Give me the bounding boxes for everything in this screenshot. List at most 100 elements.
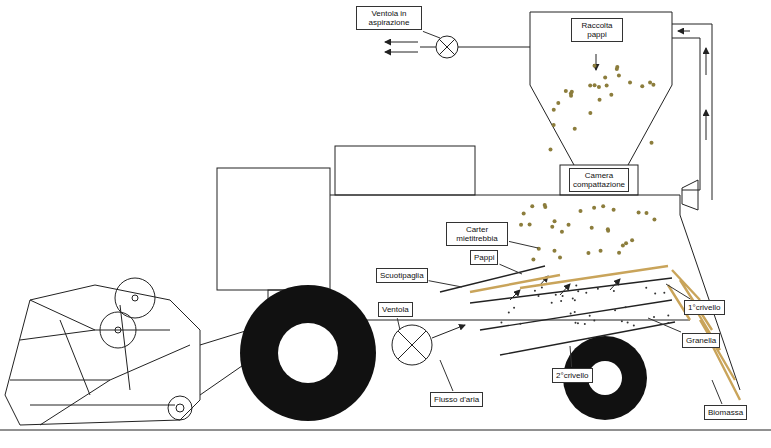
particle-dot xyxy=(663,292,665,294)
particle-dot xyxy=(573,127,577,131)
particle-dot xyxy=(549,148,553,152)
callout-box: Camera compattazione xyxy=(569,168,629,192)
leader-line xyxy=(509,241,538,248)
particle-dot xyxy=(528,223,532,227)
particle-dot xyxy=(593,319,595,321)
particle-dot xyxy=(654,293,656,295)
leader-line xyxy=(499,264,522,274)
particle-dot xyxy=(560,300,562,302)
callout-box: Granella xyxy=(682,333,720,348)
callout-box: Ventola in aspirazione xyxy=(356,6,422,30)
particle-dot xyxy=(590,226,594,230)
particle-dot xyxy=(609,93,613,97)
particle-dot xyxy=(562,295,564,297)
particle-dot xyxy=(624,241,628,245)
particle-dot xyxy=(555,294,557,296)
particle-dot xyxy=(508,312,510,314)
leader-line xyxy=(429,281,462,287)
particle-dot xyxy=(564,89,568,93)
particle-dot xyxy=(531,257,535,261)
callout-box: Raccolta pappi xyxy=(571,18,623,42)
particle-dot xyxy=(585,292,587,294)
particle-dot xyxy=(667,322,669,324)
callout-label: Flusso d'aria xyxy=(434,395,479,404)
particle-dot xyxy=(588,83,592,87)
particle-dot xyxy=(553,219,557,223)
leader-line xyxy=(666,284,690,299)
particle-dot xyxy=(650,141,654,145)
callout-label: Carter mietitrebbia xyxy=(450,225,504,243)
callout-box: 1°crivello xyxy=(684,300,725,315)
particle-dot xyxy=(577,290,579,292)
particle-dot xyxy=(589,315,591,317)
particle-dot xyxy=(552,108,556,112)
callout-label: Scuotipaglia xyxy=(380,271,424,280)
particle-dot xyxy=(617,251,621,255)
particle-dot xyxy=(552,123,556,127)
particle-dot xyxy=(614,309,616,311)
particle-dot xyxy=(592,206,596,210)
callout-box: Scuotipaglia xyxy=(376,268,428,283)
callout-box: 2°crivello xyxy=(552,368,593,383)
particle-dot xyxy=(667,315,669,317)
particle-dot xyxy=(537,247,541,251)
particle-dot xyxy=(637,211,641,215)
particle-dot xyxy=(556,101,560,105)
particle-dot xyxy=(599,249,603,253)
particle-dot xyxy=(541,286,543,288)
particle-dot xyxy=(645,287,647,289)
particle-dot xyxy=(550,225,554,229)
particle-dot xyxy=(612,208,616,212)
callout-label: Camera compattazione xyxy=(573,171,625,189)
particle-dot xyxy=(534,290,536,292)
particle-dot xyxy=(584,323,586,325)
particle-dot xyxy=(577,322,579,324)
callout-box: Flusso d'aria xyxy=(430,392,483,407)
particle-dot xyxy=(605,83,609,87)
particle-dot xyxy=(552,249,556,253)
particle-dot xyxy=(560,230,564,234)
particle-dot xyxy=(621,320,623,322)
particle-dot xyxy=(653,316,655,318)
callout-label: Pappi xyxy=(474,253,494,262)
particle-dot xyxy=(627,322,629,324)
particle-dot xyxy=(601,204,605,208)
particle-dot xyxy=(613,290,615,292)
particle-dot xyxy=(588,111,592,115)
particle-dot xyxy=(598,98,602,102)
particle-dot xyxy=(500,321,502,323)
callout-label: 1°crivello xyxy=(688,303,721,312)
callout-box: Pappi xyxy=(470,250,498,265)
particle-dot xyxy=(574,322,576,324)
leader-line xyxy=(648,318,681,332)
particle-dot xyxy=(593,64,597,68)
particle-dot xyxy=(606,229,610,233)
particle-dot xyxy=(597,85,601,89)
callout-label: Biomassa xyxy=(708,408,743,417)
particle-dot xyxy=(597,288,599,290)
particle-dot xyxy=(519,223,523,227)
particle-dot xyxy=(617,73,621,77)
callout-label: Ventola xyxy=(382,305,409,314)
particle-dot xyxy=(628,80,632,84)
particle-dot xyxy=(640,84,644,88)
particle-dot xyxy=(630,238,634,242)
particle-dot xyxy=(651,83,655,87)
particle-dot xyxy=(575,284,577,286)
particle-dot xyxy=(570,312,572,314)
particle-dot xyxy=(530,204,534,208)
particle-dot xyxy=(648,80,652,84)
particle-dot xyxy=(558,256,562,260)
particle-dot xyxy=(574,299,576,301)
particle-dot xyxy=(572,298,574,300)
particle-dot xyxy=(551,302,553,304)
particle-dot xyxy=(644,211,648,215)
callout-label: Granella xyxy=(686,336,716,345)
callout-box: Biomassa xyxy=(704,405,747,420)
particle-dot xyxy=(543,203,547,207)
particle-dot xyxy=(615,67,619,71)
callout-box: Carter mietitrebbia xyxy=(446,222,508,246)
